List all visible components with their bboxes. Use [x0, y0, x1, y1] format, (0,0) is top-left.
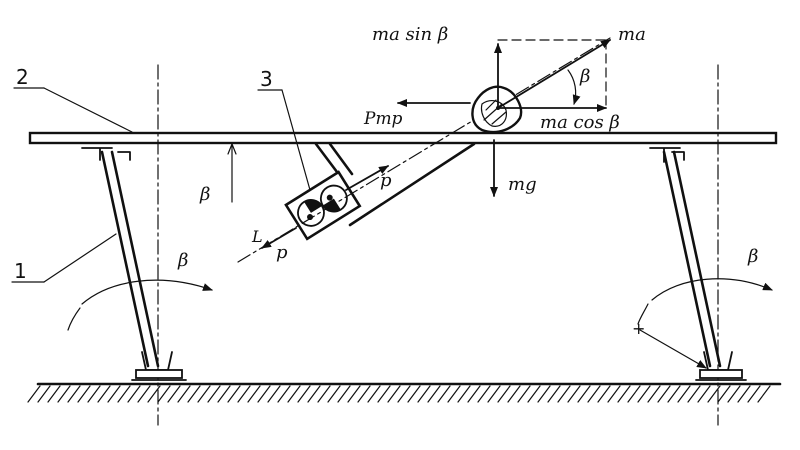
- vibrator-unit: [284, 170, 362, 241]
- particle: [471, 85, 523, 134]
- label-l: L: [251, 227, 263, 246]
- label-plus: +: [632, 319, 645, 338]
- drive-bracket: [314, 142, 476, 227]
- p-lower-arrow: [261, 227, 297, 249]
- p-upper-arrow: [345, 165, 389, 191]
- label-ma-cos-beta: ma cos β: [540, 112, 620, 133]
- platform-beta-angle: [227, 143, 237, 203]
- label-part-2: 2: [16, 65, 29, 89]
- label-part-1: 1: [14, 259, 27, 283]
- label-part-3: 3: [260, 67, 273, 91]
- ground: [27, 382, 782, 403]
- label-beta-force: β: [579, 66, 590, 87]
- label-p-upper: p: [380, 170, 392, 191]
- right-pendulum-support: [649, 147, 747, 381]
- label-mg: mg: [508, 174, 537, 195]
- label-p-tr: Pтр: [363, 109, 403, 129]
- leader-lines: [11, 87, 311, 283]
- left-pendulum-support: [81, 147, 187, 381]
- label-beta-left: β: [177, 250, 188, 271]
- right-swing-arc: [637, 278, 773, 369]
- label-beta-right: β: [747, 246, 758, 267]
- vibration-axis-line: [237, 37, 611, 263]
- label-ma-sin-beta: ma sin β: [372, 24, 448, 45]
- platform-beam: [28, 131, 778, 145]
- label-beta-platform: β: [199, 184, 210, 205]
- label-ma: ma: [618, 24, 646, 45]
- force-diagram: [397, 39, 611, 197]
- label-p-lower: p: [276, 242, 288, 263]
- left-swing-arc: [67, 279, 213, 331]
